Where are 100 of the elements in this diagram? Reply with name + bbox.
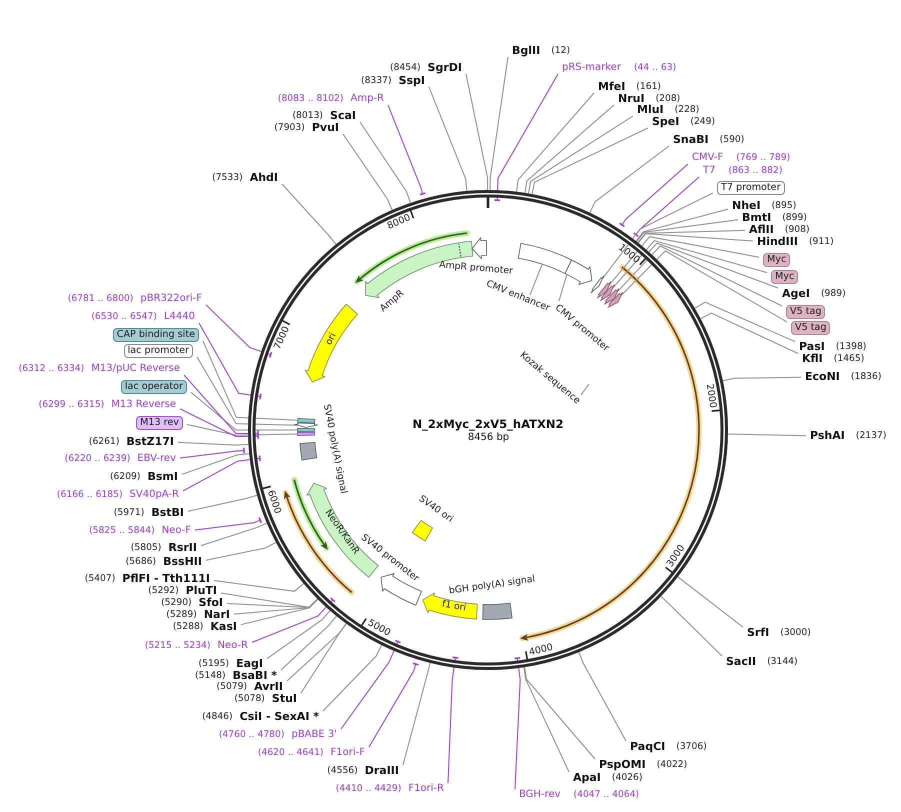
leader-line <box>286 623 347 682</box>
site-position: (3144) <box>767 655 798 669</box>
site-position: (8337) <box>361 74 392 88</box>
feature-tag: M13 rev <box>136 416 183 430</box>
leader-line <box>186 424 298 436</box>
site-position: (1398) <box>836 340 866 354</box>
scale-label: 6000 <box>264 488 283 515</box>
enzyme-name: PaqCI <box>630 740 666 754</box>
leader-line <box>194 516 262 530</box>
primer-position: (6781 .. 6800) <box>68 292 134 306</box>
scale-label: 2000 <box>704 382 719 408</box>
enzyme-name: EcoNI <box>805 370 840 384</box>
enzyme-name: NheI <box>732 199 761 213</box>
site-position: (989) <box>820 287 846 301</box>
feature-tag: T7 promoter <box>717 181 785 195</box>
leader-line <box>524 104 614 194</box>
enzyme-name: SfoI <box>198 596 223 610</box>
feature-label: AmpR promoter <box>438 259 514 277</box>
feature-tag: CAP binding site <box>112 328 199 342</box>
enzyme-name: SrfI <box>747 626 770 640</box>
leader-line <box>206 304 272 358</box>
leader-line <box>636 208 728 242</box>
primer-name: T7 <box>703 164 716 178</box>
site-position: (908) <box>784 223 810 236</box>
leader-line <box>448 656 459 784</box>
primer-position: (6312 .. 6334) <box>18 362 84 376</box>
enzyme-name: BssHII <box>163 555 202 569</box>
feature-tag: V5 tag <box>791 321 830 335</box>
leader-line <box>532 128 648 195</box>
primer-position: (5825 .. 5844) <box>89 524 155 538</box>
site-position: (3706) <box>676 740 707 754</box>
leader-line <box>322 644 382 712</box>
primer-name: CMV-F <box>692 151 724 165</box>
primer-name: EBV-rev <box>137 452 176 466</box>
leader-line <box>206 542 276 561</box>
primer-position: (4620 .. 4641) <box>258 746 324 760</box>
scale-label: 8000 <box>385 212 412 232</box>
enzyme-name: NruI <box>618 92 645 105</box>
enzyme-name: PasI <box>799 340 825 354</box>
leader-line <box>621 250 788 322</box>
primer-position: (4760 .. 4780) <box>218 728 284 742</box>
enzyme-name: DraIII <box>364 764 399 778</box>
enzyme-name: AvrII <box>254 680 283 694</box>
site-position: (5407) <box>84 572 116 586</box>
leader-line <box>360 122 411 204</box>
primer-name: Neo-R <box>218 639 248 653</box>
enzyme-name: ApaI <box>573 771 601 785</box>
site-position: (911) <box>808 235 834 249</box>
leader-line <box>530 264 542 296</box>
leader-line <box>182 454 261 492</box>
enzyme-name: BstZ17I <box>126 435 174 449</box>
site-position: (2137) <box>856 429 886 443</box>
leader-line <box>200 522 268 546</box>
leader-line <box>184 374 259 437</box>
enzyme-name: SpeI <box>652 115 680 129</box>
primer-name: F1ori-F <box>330 746 365 760</box>
primer-name: M13/pUC Reverse <box>91 362 180 376</box>
scale-label: 5000 <box>365 617 392 638</box>
primer-position: (863 .. 882) <box>728 164 782 178</box>
leader-line <box>490 56 508 190</box>
leader-line <box>180 408 259 440</box>
enzyme-name: MluI <box>637 103 664 116</box>
feature-label: ori <box>323 331 339 347</box>
enzyme-name: StuI <box>272 692 297 706</box>
site-position: (228) <box>674 103 700 116</box>
enzyme-name: ScaI <box>330 109 356 123</box>
site-position: (4026) <box>612 771 642 785</box>
leader-line <box>558 274 568 302</box>
leader-line <box>368 662 420 748</box>
leader-line <box>728 434 806 436</box>
enzyme-name: PflFI - Tth111I <box>122 572 210 586</box>
scale-label: 4000 <box>528 641 554 658</box>
site-position: (161) <box>636 80 662 94</box>
leader-line <box>722 376 802 382</box>
site-position: (895) <box>772 199 796 213</box>
feature-label: bGH poly(A) signal <box>448 574 536 596</box>
leader-line <box>300 623 347 694</box>
feature-tag: Myc <box>771 270 798 284</box>
site-position: (5148) <box>195 669 226 682</box>
site-position: (5290) <box>161 596 192 610</box>
site-position: (5288) <box>172 620 204 634</box>
leader-line <box>694 302 796 342</box>
leader-line <box>609 236 760 285</box>
leader-line <box>578 652 626 742</box>
primer-name: pBABE 3' <box>291 728 337 742</box>
leader-line <box>282 184 336 245</box>
enzyme-name: AflII <box>749 223 774 236</box>
leader-line <box>234 598 318 615</box>
leader-line <box>637 230 746 244</box>
site-position: (8454) <box>390 61 421 75</box>
site-position: (5971) <box>114 506 144 520</box>
primer-position: (5215 .. 5234) <box>144 639 210 653</box>
site-position: (12) <box>551 44 570 58</box>
enzyme-name: BglII <box>512 44 540 58</box>
plasmid-name: N_2xMyc_2xV5_hATXN2 <box>412 418 564 432</box>
leader-line <box>494 74 558 202</box>
leader-line <box>340 640 402 730</box>
leader-line <box>402 662 431 766</box>
leader-line <box>677 576 744 628</box>
leader-line <box>700 312 798 354</box>
